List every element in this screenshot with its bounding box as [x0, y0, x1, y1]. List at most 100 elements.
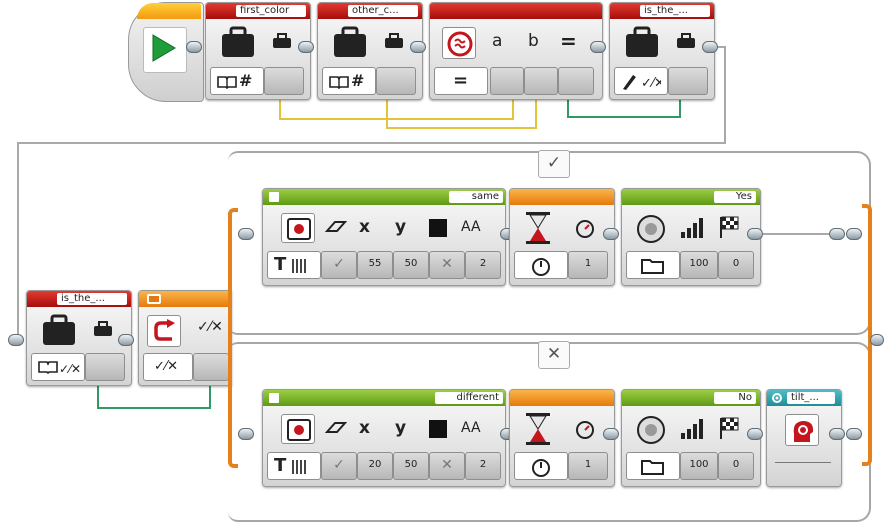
sequence-plug[interactable]: [829, 228, 845, 240]
sequence-plug[interactable]: [410, 41, 426, 53]
sequence-plug[interactable]: [846, 428, 862, 440]
display-mode-selector[interactable]: T: [267, 251, 321, 279]
sound-block-yes[interactable]: Yes 100 0: [621, 188, 761, 286]
switch-logic-input-label: ✓⁄✕: [197, 319, 223, 335]
sequence-plug[interactable]: [829, 428, 845, 440]
sound-volume-input[interactable]: 100: [680, 452, 718, 480]
font-size-label: AA: [461, 420, 481, 436]
variable-output[interactable]: [376, 67, 416, 95]
wait-mode-selector[interactable]: [514, 452, 568, 480]
wait-mode-selector[interactable]: [514, 251, 568, 279]
sequence-plug[interactable]: [238, 228, 254, 240]
display-filename-label[interactable]: different: [435, 392, 503, 404]
display-clear-input[interactable]: ✓: [321, 251, 357, 279]
variable-block-is-the-write[interactable]: is_the_... ✓⁄✕: [609, 2, 715, 100]
variable-input[interactable]: [668, 67, 708, 95]
display-y-input[interactable]: 50: [393, 251, 429, 279]
sound-volume-input[interactable]: 100: [680, 251, 718, 279]
sound-mode-selector[interactable]: [626, 251, 680, 279]
sound-mode-selector[interactable]: [626, 452, 680, 480]
hourglass-icon: [526, 212, 550, 244]
checkered-flag-icon: [720, 216, 739, 238]
variable-mode-selector[interactable]: ✓⁄✕: [31, 353, 85, 381]
display-block-different[interactable]: different x y AA T ✓ 20 50 ✕ 2: [262, 389, 506, 487]
compare-input-a[interactable]: [490, 67, 524, 95]
switch-exit-plug[interactable]: [870, 334, 884, 346]
color-black-icon: [429, 219, 447, 237]
wait-block-true[interactable]: 1: [509, 188, 615, 286]
x-param-label: x: [359, 418, 370, 438]
compare-input-b-label: b: [528, 31, 539, 51]
sequence-plug[interactable]: [846, 228, 862, 240]
variable-output[interactable]: [264, 67, 304, 95]
sequence-plug[interactable]: [747, 228, 763, 240]
sequence-plug[interactable]: [603, 228, 619, 240]
myblock-name-label[interactable]: tilt_...: [787, 392, 835, 404]
variable-name-label[interactable]: is_the_...: [640, 5, 710, 17]
switch-block[interactable]: ✓⁄✕ ✓⁄✕: [138, 290, 232, 386]
variable-mode-selector[interactable]: ✓⁄✕: [614, 67, 668, 95]
briefcase-icon: [334, 26, 366, 57]
compare-mode-selector[interactable]: =: [434, 67, 488, 95]
myblock-head-icon: [785, 414, 819, 446]
sound-play-type-input[interactable]: 0: [718, 452, 754, 480]
eraser-icon: [325, 422, 347, 433]
compare-input-b[interactable]: [524, 67, 558, 95]
sound-block-no[interactable]: No 100 0: [621, 389, 761, 487]
sequence-plug[interactable]: [298, 41, 314, 53]
compare-block[interactable]: a b = =: [429, 2, 603, 100]
myblock-tilt[interactable]: tilt_...: [766, 389, 842, 487]
sequence-plug[interactable]: [702, 41, 718, 53]
book-logic-icon: ✓⁄✕: [38, 361, 80, 376]
display-block-same[interactable]: same x y AA T ✓ 55 50 ✕ 2: [262, 188, 506, 286]
display-clear-input[interactable]: ✓: [321, 452, 357, 480]
sequence-plug[interactable]: [590, 41, 606, 53]
variable-block-is-the-read[interactable]: is_the_... ✓⁄✕: [26, 290, 132, 386]
sequence-plug[interactable]: [118, 334, 134, 346]
display-color-input[interactable]: ✕: [429, 251, 465, 279]
briefcase-small-icon: [677, 33, 695, 48]
display-font-input[interactable]: 2: [465, 452, 501, 480]
variable-block-other-color[interactable]: other_c... #: [317, 2, 423, 100]
display-filename-label[interactable]: same: [449, 191, 503, 203]
display-font-input[interactable]: 2: [465, 251, 501, 279]
display-y-input[interactable]: 50: [393, 452, 429, 480]
display-color-input[interactable]: ✕: [429, 452, 465, 480]
display-x-input[interactable]: 20: [357, 452, 393, 480]
eraser-icon: [325, 221, 347, 232]
display-mode-selector[interactable]: T: [267, 452, 321, 480]
sound-play-type-input[interactable]: 0: [718, 251, 754, 279]
switch-logic-input[interactable]: [193, 353, 229, 381]
sequence-plug[interactable]: [603, 428, 619, 440]
variable-name-label[interactable]: first_color: [236, 5, 306, 17]
sequence-plug[interactable]: [747, 428, 763, 440]
variable-mode-selector[interactable]: #: [210, 67, 264, 95]
display-x-input[interactable]: 55: [357, 251, 393, 279]
equal-mode-symbol: =: [453, 70, 469, 91]
compare-result-label: =: [560, 29, 577, 53]
sequence-plug[interactable]: [186, 41, 202, 53]
sequence-plug[interactable]: [8, 334, 24, 346]
speaker-icon: [637, 215, 665, 243]
start-block[interactable]: [128, 2, 204, 102]
sound-filename-label[interactable]: No: [714, 392, 756, 404]
sound-filename-label[interactable]: Yes: [714, 191, 756, 203]
wait-seconds-input[interactable]: 1: [568, 452, 608, 480]
compare-output[interactable]: [558, 67, 594, 95]
variable-name-label[interactable]: is_the_...: [57, 293, 127, 305]
start-play-icon: [152, 34, 176, 62]
write-logic-icon: ✓⁄✕: [623, 75, 661, 91]
case-true-tab[interactable]: ✓: [538, 150, 570, 178]
book-icon: [217, 76, 237, 89]
variable-mode-selector[interactable]: #: [322, 67, 376, 95]
variable-name-label[interactable]: other_c...: [348, 5, 418, 17]
wait-block-false[interactable]: 1: [509, 389, 615, 487]
variable-block-first-color[interactable]: first_color #: [205, 2, 311, 100]
wait-seconds-input[interactable]: 1: [568, 251, 608, 279]
sequence-plug[interactable]: [238, 428, 254, 440]
variable-output[interactable]: [85, 353, 125, 381]
switch-left-bracket: [228, 208, 238, 468]
switch-mode-selector[interactable]: ✓⁄✕: [143, 353, 193, 381]
case-false-tab[interactable]: ✕: [538, 341, 570, 369]
